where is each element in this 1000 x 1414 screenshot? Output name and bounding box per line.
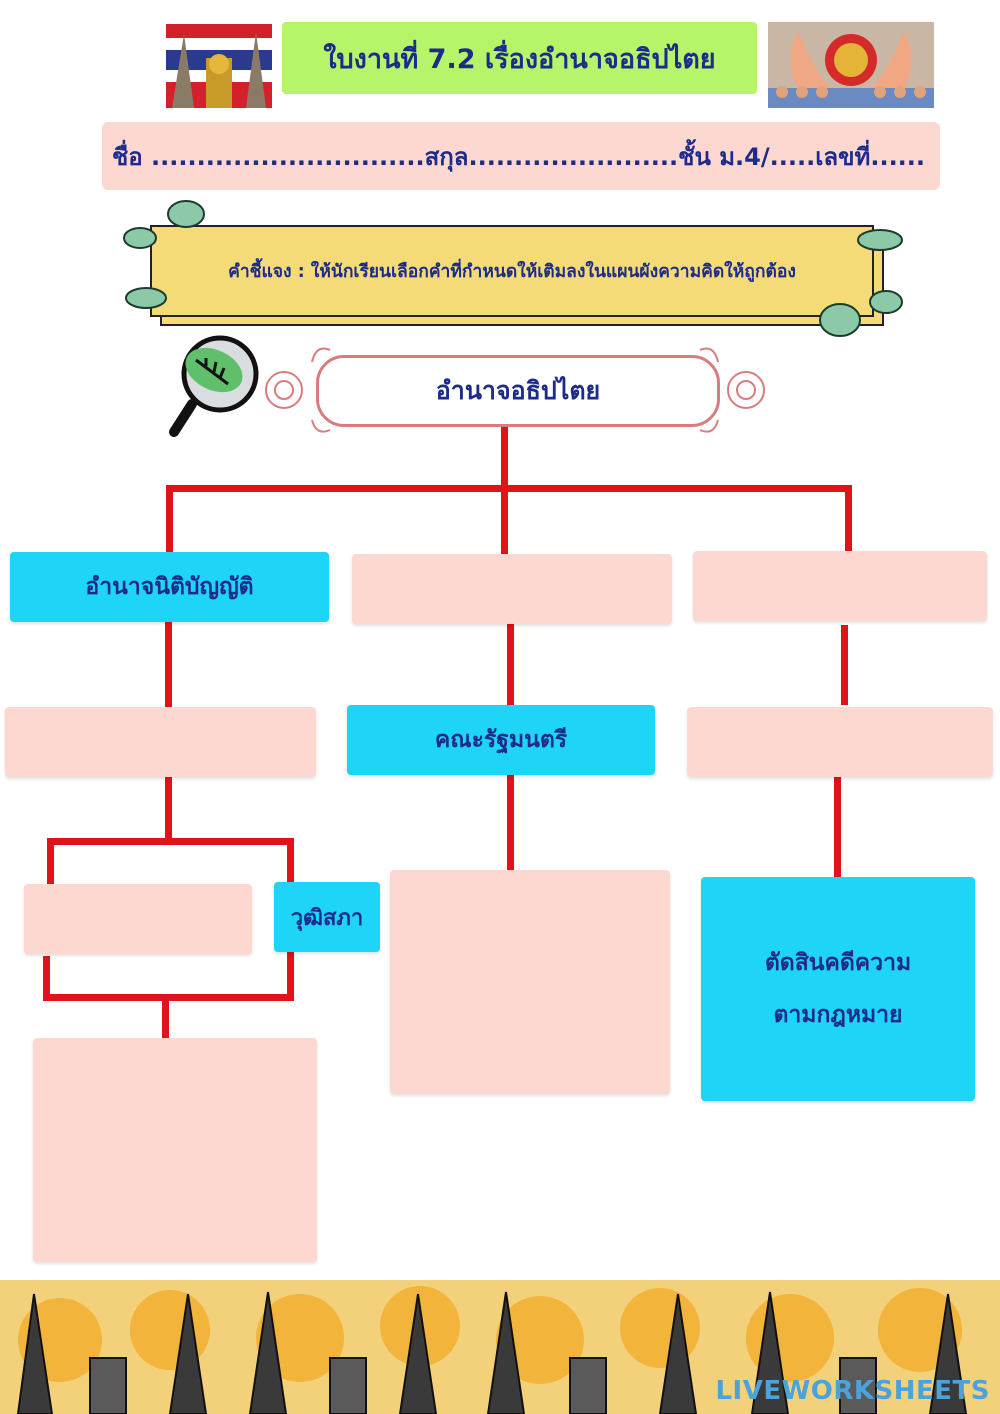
connector-left-join-b	[287, 952, 294, 1000]
liveworksheets-brand: LIVEWORKSHEETS	[715, 1376, 990, 1406]
student-info-line: ชื่อ ..............................สกุล.…	[102, 122, 940, 190]
connector-right-drop	[845, 485, 852, 553]
connector-left-col-1	[165, 620, 172, 708]
answer-judicial-input[interactable]	[693, 551, 987, 621]
root-frame-ornament	[265, 347, 765, 433]
magnifier-leaf-icon	[169, 335, 259, 437]
answer-executive-input[interactable]	[352, 554, 672, 624]
democracy-monument-footer-image	[0, 1280, 1000, 1414]
judicial-duty-line-1: ตัดสินคดีความ	[764, 950, 912, 976]
leaf-decoration-icons	[123, 200, 903, 337]
connector-right-col-1	[841, 625, 848, 705]
connector-left-split-b	[287, 838, 294, 882]
root-node: อำนาจอธิปไตย	[316, 355, 720, 427]
instruction-scroll	[150, 225, 874, 317]
answer-house-of-representatives-input[interactable]	[24, 884, 252, 954]
connector-left-final-drop	[162, 994, 169, 1038]
judicial-duty-node: ตัดสินคดีความ ตามกฎหมาย	[701, 877, 975, 1101]
instruction-text: คำชี้แจง : ให้นักเรียนเลือกคำที่กำหนดให้…	[228, 262, 796, 282]
connector-mid-col-2	[507, 772, 514, 870]
connector-left-col-2	[165, 776, 172, 840]
answer-legislative-duty-input[interactable]	[33, 1038, 317, 1262]
judicial-duty-line-2: ตามกฎหมาย	[773, 1002, 903, 1028]
connector-branch-horizontal	[166, 485, 852, 492]
connector-left-split-a	[47, 838, 54, 886]
answer-court-input[interactable]	[687, 707, 993, 777]
cabinet-node: คณะรัฐมนตรี	[347, 705, 655, 775]
democracy-monument-flag-logo	[166, 24, 272, 108]
connector-left-drop	[166, 485, 173, 555]
asean-hands-logo	[768, 22, 934, 108]
connector-mid-col-1	[507, 622, 514, 706]
answer-parliament-input[interactable]	[5, 707, 316, 777]
connector-left-join-a	[43, 956, 50, 1001]
worksheet-title: ใบงานที่ 7.2 เรื่องอำนาจอธิปไตย	[282, 22, 757, 94]
legislative-node: อำนาจนิติบัญญัติ	[10, 552, 329, 622]
senate-node: วุฒิสภา	[274, 882, 380, 952]
connector-left-split-top	[47, 838, 294, 845]
answer-cabinet-duty-input[interactable]	[390, 870, 670, 1094]
connector-right-col-2	[834, 777, 841, 877]
